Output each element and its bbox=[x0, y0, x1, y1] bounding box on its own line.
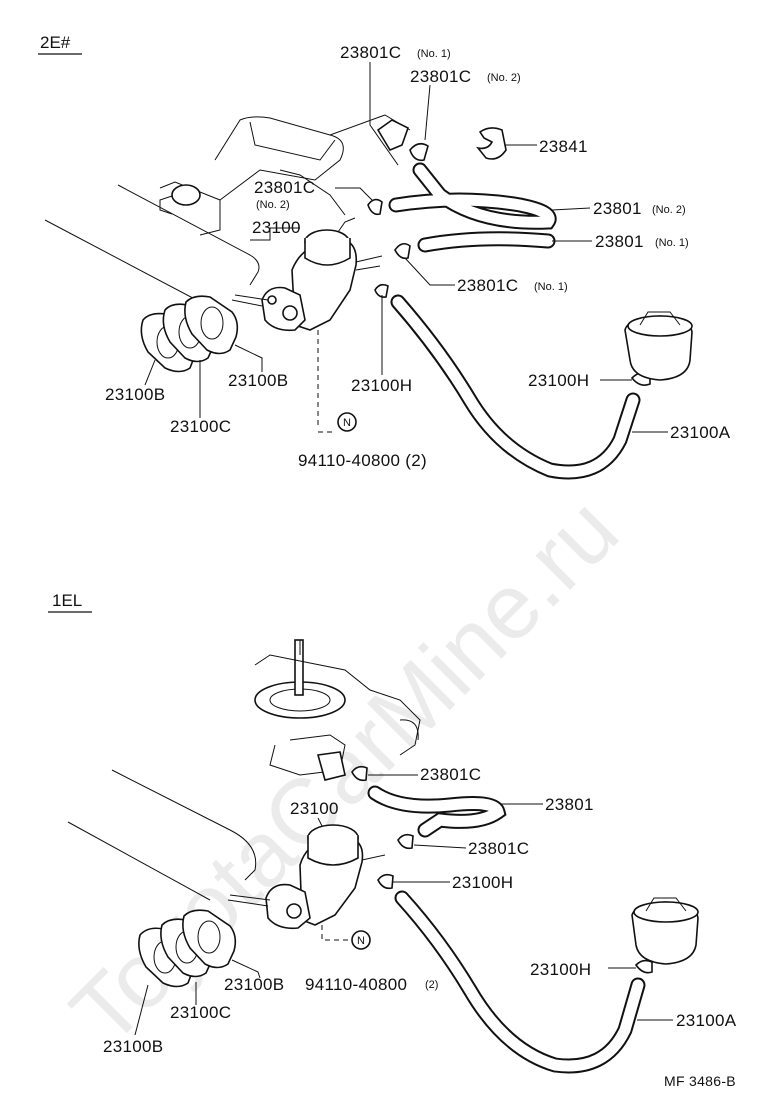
clamps-1el bbox=[351, 765, 653, 974]
hose-no2-2e bbox=[388, 162, 557, 230]
label-23100-pump: 23100 bbox=[252, 218, 301, 237]
label-23801c-no1-b: 23801C bbox=[457, 276, 518, 295]
label-94110-40800-1el: 94110-40800 bbox=[305, 975, 407, 994]
label-23100h: 23100H bbox=[351, 376, 412, 395]
label-23100c-1el: 23100C bbox=[170, 1003, 231, 1022]
label-23801c-no2-sub: (No. 2) bbox=[487, 72, 521, 84]
label-94110-qty-1el: (2) bbox=[425, 979, 438, 991]
label-23100b-2-1el: 23100B bbox=[224, 975, 284, 994]
label-23100b-2: 23100B bbox=[228, 371, 288, 390]
section-1el: 1EL bbox=[48, 591, 737, 1074]
label-23801c-top: 23801C bbox=[420, 765, 481, 784]
label-23100h-2-1el: 23100H bbox=[530, 960, 591, 979]
label-23841: 23841 bbox=[539, 137, 588, 156]
label-23801-no2-sub: (No. 2) bbox=[652, 204, 686, 216]
hose-23100a-1el bbox=[394, 890, 646, 1074]
gaskets-1el bbox=[138, 909, 237, 988]
section-header-1el: 1EL bbox=[52, 591, 82, 610]
label-23801-no1: 23801 bbox=[595, 232, 644, 251]
label-23100b-1: 23100B bbox=[105, 385, 165, 404]
label-23801c-mid: 23801C bbox=[468, 839, 529, 858]
hose-no1-2e bbox=[417, 231, 556, 253]
gaskets-2e bbox=[140, 295, 239, 373]
fuel-filter-2e bbox=[624, 311, 693, 381]
section-header-2e: 2E# bbox=[40, 33, 71, 52]
label-23801c-no1-sub: (No. 1) bbox=[417, 48, 451, 60]
nut-symbol-2e bbox=[337, 412, 357, 432]
leader-lines-1el bbox=[134, 774, 673, 1036]
clamps-2e bbox=[367, 119, 651, 386]
label-23801-no2: 23801 bbox=[593, 199, 642, 218]
label-23801c-no1-b-sub: (No. 1) bbox=[534, 281, 568, 293]
label-23100b-1-1el: 23100B bbox=[103, 1037, 163, 1056]
label-23100c: 23100C bbox=[170, 417, 231, 436]
label-23801c-no1: 23801C bbox=[340, 43, 401, 62]
hose-23100a-2e bbox=[390, 294, 641, 480]
footer-ref: MF 3486-B bbox=[664, 1073, 736, 1089]
engine-block-1el bbox=[67, 639, 421, 901]
label-23100h-1el: 23100H bbox=[452, 873, 513, 892]
nut-symbol-letter: N bbox=[343, 417, 351, 429]
label-23100a: 23100A bbox=[670, 423, 731, 442]
engine-block bbox=[44, 114, 411, 316]
label-23801c-no2-b-sub: (No. 2) bbox=[256, 199, 290, 211]
label-23801c-no2: 23801C bbox=[410, 67, 471, 86]
label-23100a-1el: 23100A bbox=[676, 1011, 737, 1030]
fuel-pump-2e bbox=[231, 217, 383, 433]
hose-23801-1el bbox=[367, 785, 507, 838]
nut-symbol-letter-1el: N bbox=[357, 935, 365, 947]
nut-symbol-1el bbox=[351, 930, 371, 950]
fuel-filter-1el bbox=[631, 897, 699, 965]
label-23801-no1-sub: (No. 1) bbox=[655, 237, 689, 249]
section-2e: 2E# bbox=[38, 33, 731, 480]
leader-lines-2e bbox=[144, 62, 668, 433]
fuel-pump-1el bbox=[227, 824, 386, 941]
label-23801: 23801 bbox=[545, 795, 594, 814]
label-23100-pump-1el: 23100 bbox=[290, 799, 339, 818]
label-23100h-2: 23100H bbox=[528, 371, 589, 390]
label-94110-40800: 94110-40800 (2) bbox=[298, 451, 427, 470]
label-23801c-no2-b: 23801C bbox=[254, 178, 315, 197]
